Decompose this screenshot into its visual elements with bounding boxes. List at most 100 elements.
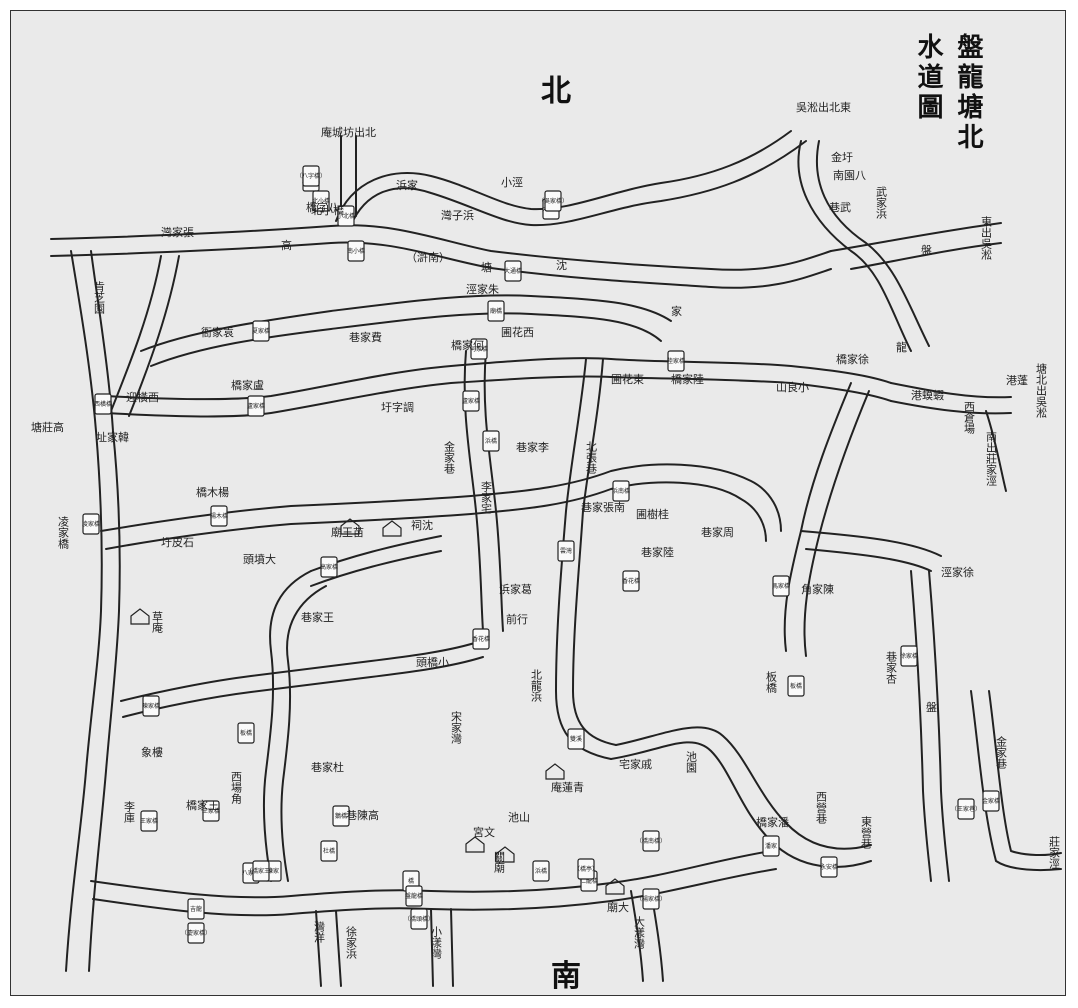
place-label: 頭橋小 [416, 655, 449, 669]
bridge-label: 雲灣 [560, 547, 572, 555]
place-label: 橋字八 [306, 200, 339, 214]
buildings [130, 518, 625, 895]
place-label: 山良小 [776, 380, 809, 394]
bridge-marker: 吉龍 [187, 898, 205, 920]
temple-icon [340, 518, 360, 535]
bridge-label: 馬家橋 [772, 582, 790, 590]
map-title-line-2: 水道圖 [913, 33, 943, 123]
place-label: 衙家袁 [201, 325, 234, 339]
bridge-marker: 板橋 [787, 675, 805, 697]
place-label: 北小橋 [311, 203, 344, 217]
place-label: 板橋 [765, 670, 778, 694]
bridge-marker: （八字橋） [296, 165, 326, 187]
place-label: 南園八 [833, 169, 866, 182]
big-temple-icon [605, 878, 625, 895]
place-label: 盤 [921, 244, 932, 257]
bridge-marker: （慶家橋） [181, 922, 211, 944]
bridge-marker: 金家橋 [982, 790, 1000, 812]
place-label: 徐家浜 [345, 925, 358, 960]
map-title-line-1: 盤龍塘北 [953, 33, 983, 153]
bridge-label: 鵝橋 [335, 812, 347, 820]
bridge-marker: 杜橋 [320, 840, 338, 862]
place-label: 廟大 [607, 900, 629, 914]
bridge-marker: 永安橋 [820, 856, 838, 878]
place-label: 浜家 [396, 178, 418, 192]
bridge-marker: 王家橋 [202, 800, 220, 822]
bridge-marker: （橋亭） [574, 858, 598, 880]
bridge-marker: 馬家橋 [772, 575, 790, 597]
place-label: 巷家杜 [311, 760, 344, 774]
guan-temple-icon [495, 846, 515, 863]
place-label: 塘 [481, 260, 492, 274]
bridge-marker: 大通橋 [504, 260, 522, 282]
place-label: 橋家陸 [671, 372, 704, 386]
bridge-marker: 盤龍橋 [405, 885, 423, 907]
place-label: 高 [281, 238, 292, 252]
waterway-map: 八字橋北小橋小北橋大吳橋南小橋大通橋廟橋夏家橋何家橋陸家橋西橫橋盧家橋盧家橋浜橋… [31, 100, 1062, 987]
shrine-icon [382, 520, 402, 537]
bridge-marker: 陸家橋 [667, 350, 685, 372]
place-label: 西營巷 [815, 791, 828, 824]
bridge-label: 香花橋 [622, 577, 640, 585]
bridge-label: （橋家王） [246, 867, 276, 875]
bridge-label: 大通橋 [504, 267, 522, 275]
bridge-label: 仁龍橋 [580, 877, 598, 885]
place-label: 凌家橋 [57, 515, 70, 550]
place-label: 灣洋 [313, 921, 326, 943]
bridge-label: （慶家橋） [181, 929, 211, 937]
bridge-label: 陳家橋 [142, 702, 160, 710]
place-label: 巷家陸 [641, 545, 674, 559]
place-label: 塘莊高 [31, 420, 64, 434]
place-label: 金圩 [831, 150, 853, 164]
bridge-marker: 浜南橋 [612, 480, 630, 502]
bridge-label: 八家橋 [242, 869, 260, 877]
bridge-marker: （橋頭橋） [404, 908, 434, 930]
bridge-label: 徐家橋 [900, 652, 918, 660]
waterways [50, 130, 1062, 987]
bridge-label: 楊木橋 [210, 512, 228, 520]
place-label: 莊家涇 [1048, 836, 1061, 869]
bridge-label: 陸家橋 [667, 357, 685, 365]
place-label: 祠沈 [411, 518, 433, 532]
place-label: 圩皮石 [161, 536, 194, 549]
bridge-marker: 小北橋 [337, 205, 355, 227]
bridge-marker: 徐家橋 [900, 645, 918, 667]
place-label: 東出吳淞 [980, 216, 993, 261]
bridge-label: 潘家 [765, 842, 777, 850]
bridge-label: （王家巷） [951, 805, 981, 813]
place-label: 巷家杏 [885, 651, 898, 685]
bridge-marker: 鵝橋 [332, 805, 350, 827]
bridge-label: 雙溪 [570, 735, 582, 743]
place-label: 巷陳高 [346, 808, 379, 822]
place-label: 武家浜 [875, 186, 888, 220]
bridge-marker: 潘家 [762, 835, 780, 857]
place-label: 金家巷 [995, 735, 1008, 769]
place-label: 涇家徐 [941, 565, 974, 579]
place-label: 廟王苗 [331, 525, 364, 539]
north-marker: 北 [541, 74, 571, 109]
bridge-marker: 雲灣 [557, 540, 575, 562]
bridge-label: 王家橋 [140, 817, 158, 825]
bridge-label: 西橫橋 [94, 400, 112, 408]
place-label: 李家宅 [480, 480, 493, 514]
place-label: 巷家周 [701, 525, 734, 539]
place-label: 灣子浜 [441, 209, 474, 222]
place-label: 橋家盧 [231, 378, 264, 392]
bridge-marker: 雙溪 [567, 728, 585, 750]
bridge-label: （橋南橋） [636, 837, 666, 845]
bridge-label: 王家橋 [202, 807, 220, 815]
place-label: 港蟆蝦 [911, 389, 944, 402]
map-frame: 八字橋北小橋小北橋大吳橋南小橋大通橋廟橋夏家橋何家橋陸家橋西橫橋盧家橋盧家橋浜橋… [10, 10, 1066, 996]
place-label: 頭墳大 [243, 552, 276, 566]
bridge-marker: 陳家橋 [142, 695, 160, 717]
place-label: 巷武 [829, 201, 851, 214]
bridge-label: 盧家橋 [247, 402, 265, 410]
label-layer: 庵城坊出北吳淞出北東塘北出吳淞東出吳淞南出莊家涇塘莊高凌家橋灣家張肯芝園迎橫西址… [31, 100, 1061, 960]
lotus-temple-icon [545, 763, 565, 780]
place-label: 橋家何 [451, 338, 484, 352]
bridge-label: 浜南橋 [612, 487, 630, 495]
place-label: 庵蓮青 [551, 780, 584, 794]
bridge-label: 小北橋 [337, 212, 355, 220]
bridge-marker: （吳家橋） [538, 190, 568, 212]
bridge-label: 盧家橋 [462, 397, 480, 405]
